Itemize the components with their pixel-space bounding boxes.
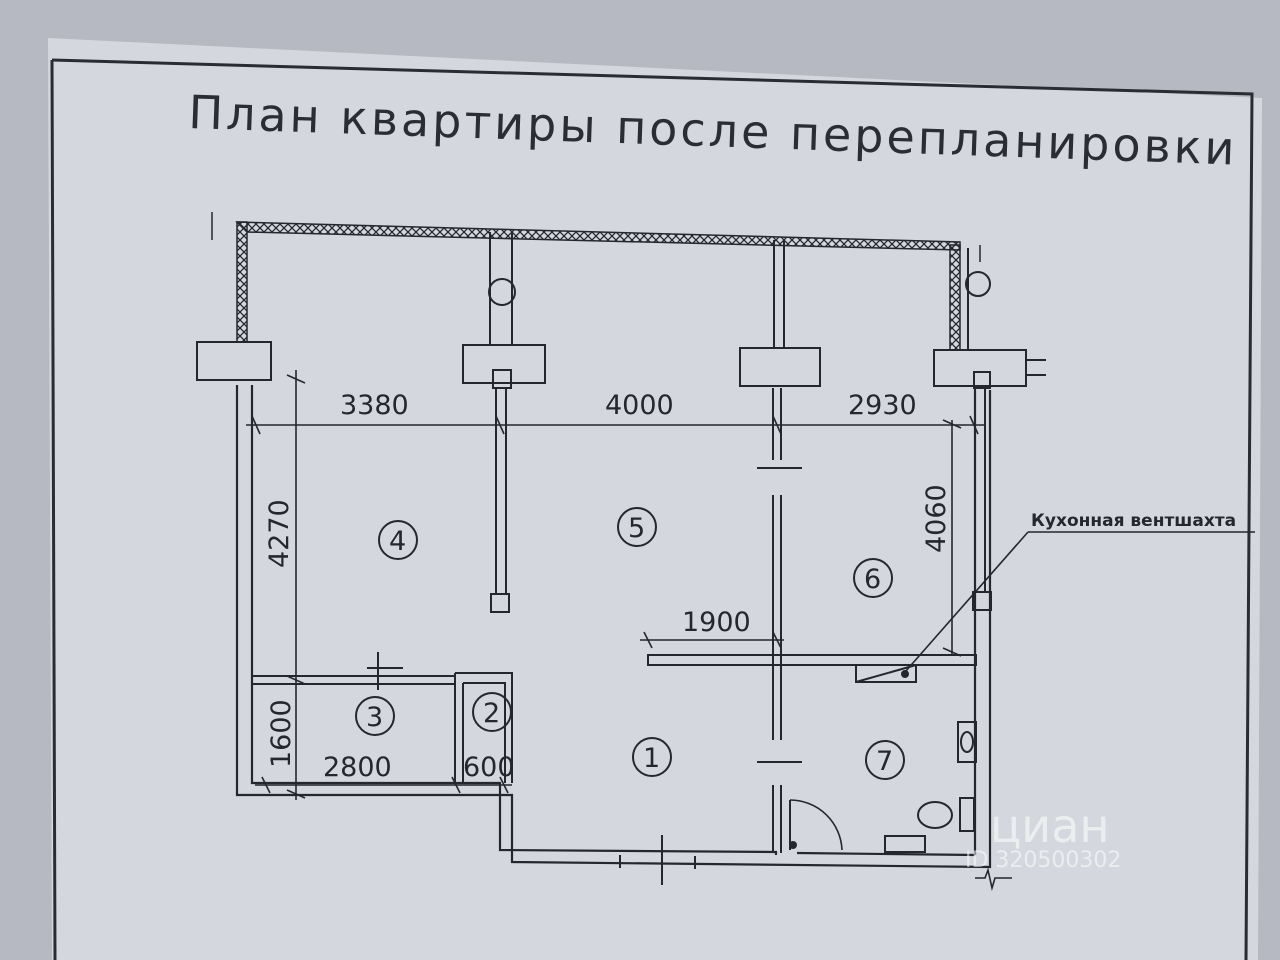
dimension-2930: 2930 [848,390,917,421]
columns [196,341,1046,387]
room-number-5: 5 [628,513,645,544]
room-number-3: 3 [366,702,383,733]
dimension-1600: 1600 [266,699,297,768]
room-number-6: 6 [864,564,881,595]
room-number-2: 2 [483,698,500,729]
partitions [252,369,992,855]
callout-label: Кухонная вентшахта [1031,511,1236,531]
column-stems [488,232,991,350]
room-markers [355,507,905,780]
dimension-4060: 4060 [921,484,952,553]
dimension-lines [246,370,985,800]
ventilation-shaft [855,664,917,683]
dimension-2800: 2800 [323,752,392,783]
dimension-600: 600 [463,752,515,783]
break-mark [975,867,1012,892]
bathroom-fixtures [884,721,977,853]
openings [367,467,843,885]
dimension-4000: 4000 [605,390,674,421]
frame-border-left [50,59,57,960]
frame-border [51,58,1254,960]
room-number-4: 4 [389,526,406,557]
watermark-brand: циан [990,799,1109,853]
dimension-1900: 1900 [682,607,751,638]
watermark-id: ID 320500302 [965,848,1121,873]
callout-leader [904,531,1255,673]
dimension-4270: 4270 [264,499,295,568]
room-number-7: 7 [876,746,893,777]
dimension-3380: 3380 [340,390,409,421]
room-number-1: 1 [643,743,660,774]
